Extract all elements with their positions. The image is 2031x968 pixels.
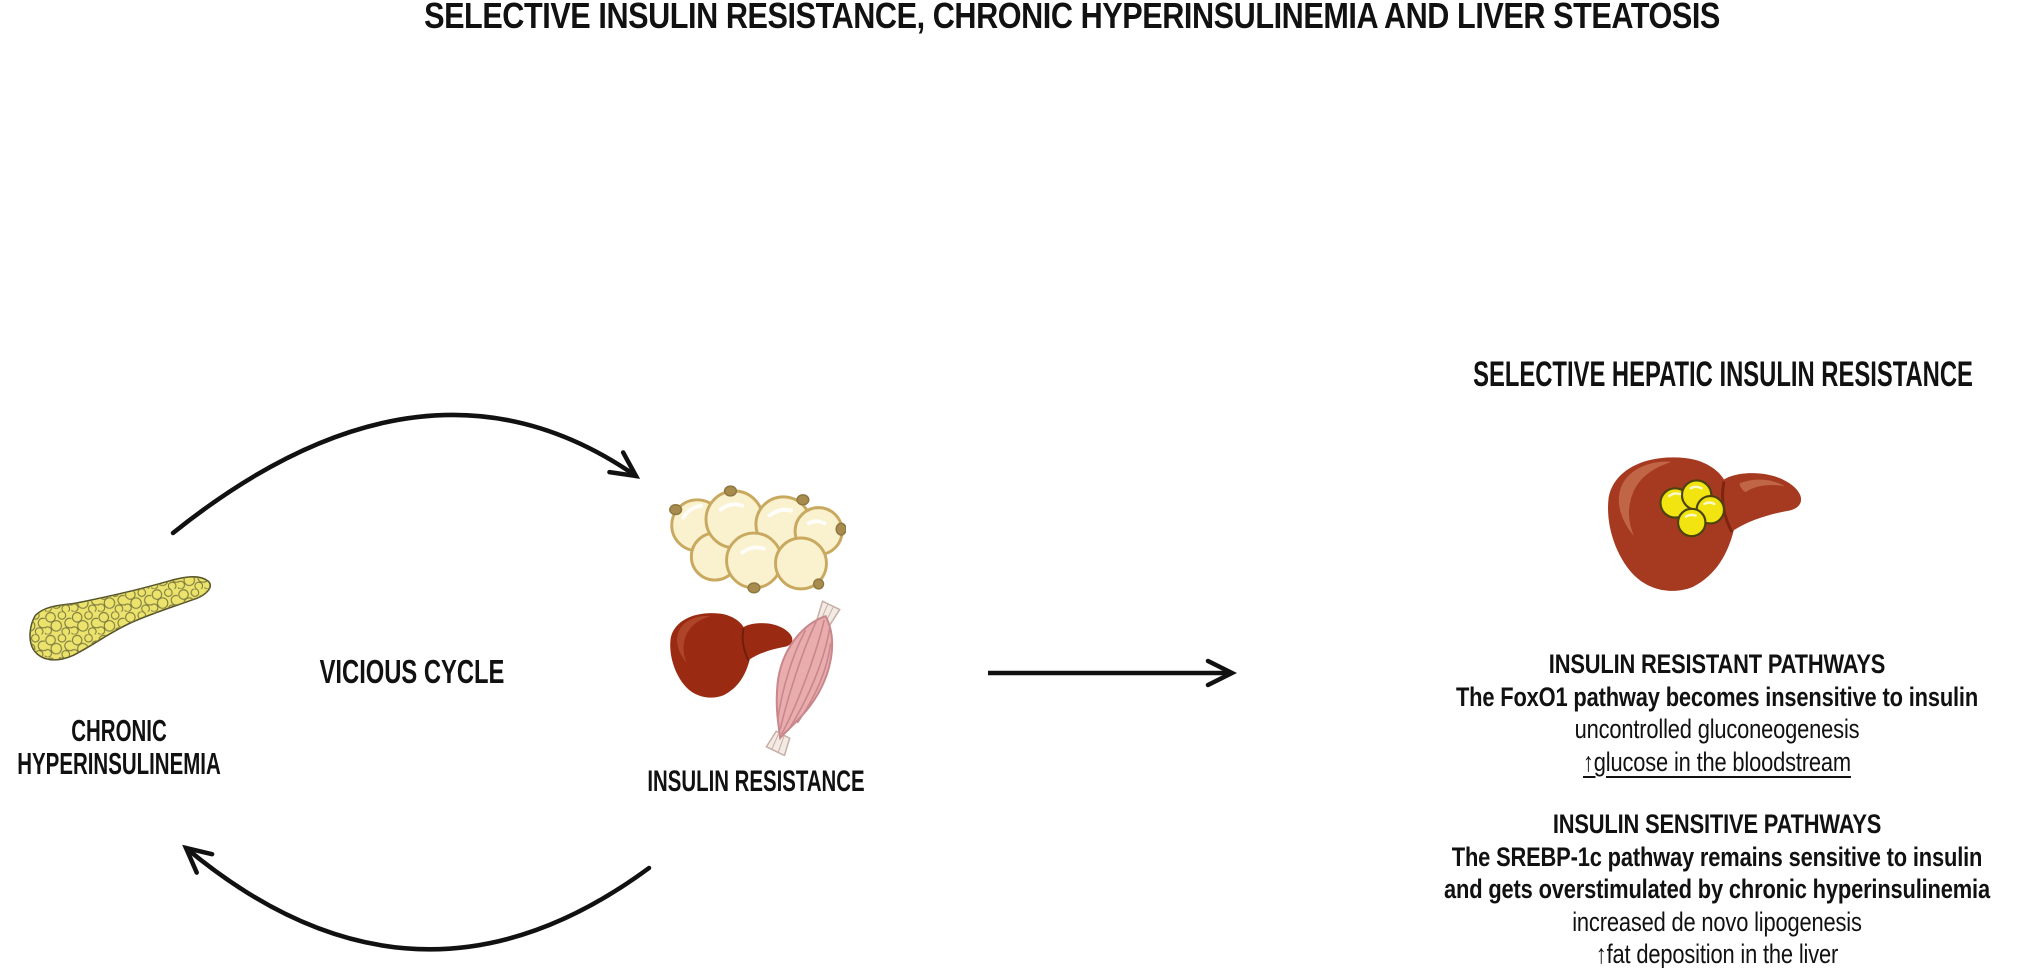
- resistant-line3: ↑glucose in the bloodstream: [1583, 746, 1851, 777]
- fat-cells-icon: [669, 485, 846, 594]
- vicious-cycle-label: VICIOUS CYCLE: [319, 653, 505, 690]
- resistant-line2: uncontrolled gluconeogenesis: [1574, 714, 1860, 744]
- sensitive-line1: The SREBP-1c pathway remains sensitive t…: [1451, 841, 1983, 872]
- cycle-top-arrow: [170, 412, 636, 536]
- sensitive-line3: increased de novo lipogenesis: [1572, 906, 1862, 937]
- selective-hepatic-header: SELECTIVE HEPATIC INSULIN RESISTANCE: [1473, 355, 1973, 394]
- steatotic-liver-icon: [1608, 457, 1802, 591]
- muscle-icon: [765, 600, 841, 756]
- chronic-label-line2: HYPERINSULINEMIA: [17, 746, 221, 781]
- cycle-bottom-arrow: [186, 848, 652, 952]
- liver-icon: [670, 613, 793, 698]
- sensitive-pathways-block: INSULIN SENSITIVE PATHWAYS The SREBP-1c …: [1393, 808, 2031, 968]
- diagram-title: SELECTIVE INSULIN RESISTANCE, CHRONIC HY…: [424, 0, 1720, 36]
- sensitive-line2: and gets overstimulated by chronic hyper…: [1444, 874, 1990, 904]
- pancreas-icon: [29, 576, 211, 661]
- chronic-hyperinsulinemia-label: CHRONIC HYPERINSULINEMIA: [0, 714, 383, 780]
- resistant-pathways-block: INSULIN RESISTANT PATHWAYS The FoxO1 pat…: [1393, 648, 2031, 778]
- sensitive-heading: INSULIN SENSITIVE PATHWAYS: [1552, 809, 1882, 839]
- insulin-resistance-label: INSULIN RESISTANCE: [647, 765, 865, 798]
- fat-droplets-icon: [1659, 479, 1726, 538]
- resistant-line1: The FoxO1 pathway becomes insensitive to…: [1455, 681, 1979, 712]
- resistant-heading: INSULIN RESISTANT PATHWAYS: [1548, 649, 1886, 679]
- chronic-label-line1: CHRONIC: [71, 713, 167, 748]
- sensitive-line4: ↑fat deposition in the liver: [1595, 939, 1839, 968]
